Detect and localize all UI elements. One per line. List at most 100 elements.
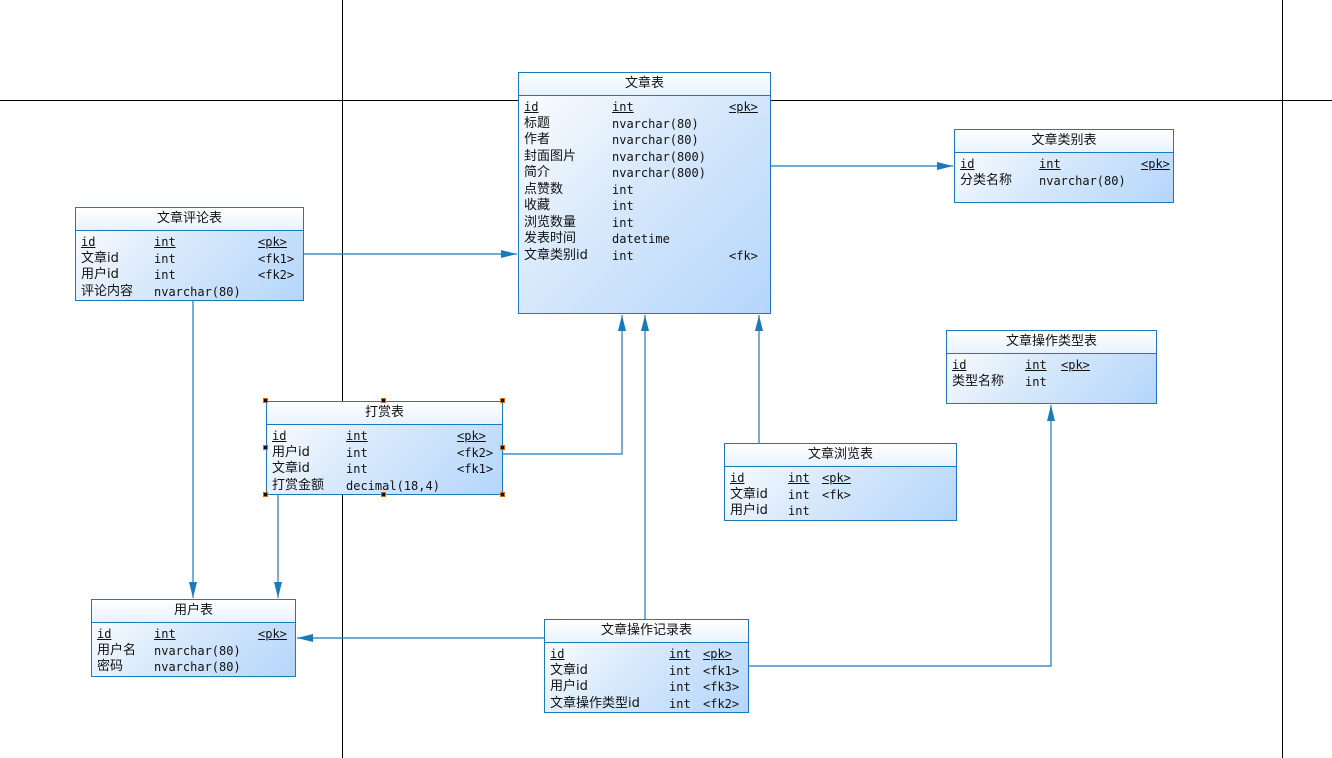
column-name: 作者: [524, 132, 551, 147]
entity-title: 用户表: [92, 600, 295, 623]
column-key: <fk1>: [703, 663, 740, 678]
arrowhead-icon: [297, 634, 313, 642]
column-type: int: [612, 248, 634, 263]
column-row: 评论内容 nvarchar(80): [81, 284, 303, 301]
entity-title: 文章浏览表: [725, 444, 956, 467]
arrowhead-icon: [274, 582, 282, 598]
selection-handle[interactable]: [381, 492, 386, 497]
column-type: int: [612, 215, 634, 230]
column-name: 浏览数量: [524, 214, 577, 230]
column-type: int: [154, 251, 176, 266]
column-type: int: [788, 487, 810, 502]
column-key: <fk1>: [258, 251, 295, 266]
selection-handle[interactable]: [263, 445, 268, 450]
column-type: nvarchar(80): [154, 284, 241, 299]
reference-reward-to-article[interactable]: [503, 315, 626, 455]
column-type: nvarchar(80): [154, 660, 241, 674]
arrowhead-icon: [641, 315, 649, 331]
column-name: 用户id: [550, 679, 588, 694]
column-type: nvarchar(800): [612, 166, 706, 180]
column-row: 点赞数 int: [524, 182, 770, 199]
column-name: 密码: [97, 659, 124, 674]
column-name: 简介: [524, 165, 551, 180]
entity-title: 文章评论表: [76, 208, 303, 231]
column-key: <fk1>: [457, 462, 494, 476]
column-name: 用户名: [97, 642, 137, 658]
column-key: <fk2>: [703, 696, 740, 711]
column-type: datetime: [612, 232, 670, 246]
arrowhead-icon: [1047, 405, 1055, 421]
column-key: <fk2>: [258, 268, 295, 282]
column-name: 文章类别id: [524, 247, 588, 263]
column-name: 点赞数: [524, 181, 564, 197]
column-name: id: [730, 471, 745, 485]
reference-reward-to-user[interactable]: [274, 495, 282, 598]
column-type: int: [612, 182, 634, 197]
column-type: int: [346, 462, 368, 476]
column-name: 文章操作类型id: [550, 695, 640, 711]
reference-comment-to-user[interactable]: [189, 301, 197, 598]
column-name: id: [952, 358, 967, 372]
reference-oplog-to-optype[interactable]: [749, 405, 1055, 667]
entity-title: 打赏表: [267, 402, 502, 425]
reference-oplog-to-user[interactable]: [297, 634, 544, 642]
column-row: 文章操作类型id int <fk2>: [550, 696, 748, 713]
column-row: 简介 nvarchar(800): [524, 165, 770, 182]
arrowhead-icon: [618, 315, 626, 331]
column-type: int: [669, 696, 691, 711]
column-type: int: [154, 627, 176, 641]
page-boundary-vertical-1: [342, 0, 343, 758]
column-name: id: [81, 235, 96, 249]
selection-handle[interactable]: [500, 492, 505, 497]
reference-article-to-category[interactable]: [771, 162, 953, 170]
column-type: int: [154, 268, 176, 282]
column-key: <pk>: [1061, 358, 1090, 372]
reference-oplog-to-article[interactable]: [641, 315, 649, 619]
selection-handle[interactable]: [500, 445, 505, 450]
column-name: 评论内容: [81, 283, 134, 299]
column-name: 文章id: [550, 662, 588, 678]
selection-handle[interactable]: [263, 492, 268, 497]
column-key: <fk2>: [457, 445, 494, 460]
selection-handle[interactable]: [381, 398, 386, 403]
arrowhead-icon: [937, 162, 953, 170]
column-key: <pk>: [1141, 157, 1170, 171]
entity-title: 文章类别表: [955, 130, 1173, 153]
page-boundary-vertical-2: [1282, 0, 1283, 758]
entity-title: 文章表: [519, 73, 770, 96]
column-type: int: [612, 100, 634, 114]
column-name: id: [272, 429, 287, 443]
column-key: <pk>: [703, 647, 732, 661]
reference-comment-to-article[interactable]: [304, 250, 517, 258]
reference-view-to-article[interactable]: [755, 315, 763, 443]
selection-handle[interactable]: [500, 398, 505, 403]
arrowhead-icon: [189, 582, 197, 598]
column-row: 密码 nvarchar(80): [97, 659, 295, 676]
selection-handle[interactable]: [263, 398, 268, 403]
